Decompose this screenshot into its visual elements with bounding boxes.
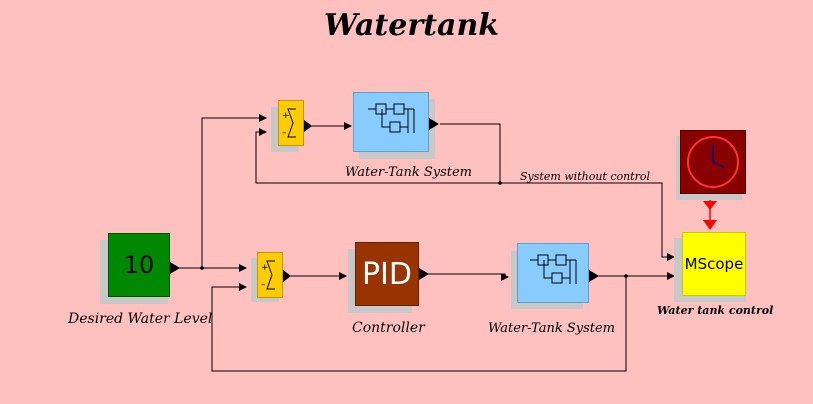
clock-icon: [687, 136, 739, 188]
constant-value: 10: [123, 251, 155, 279]
tank-bottom-icon: [530, 254, 577, 284]
svg-text:–: –: [261, 280, 266, 290]
tank-bottom-output-port: [589, 270, 599, 282]
scope-block[interactable]: MScope: [682, 232, 746, 296]
svg-text:+: +: [282, 111, 290, 121]
pid-text: PID: [361, 256, 413, 292]
link-nocontrol-scope: [500, 182, 675, 261]
tank-top-output-port: [429, 118, 439, 130]
event-arrow-1: [703, 201, 717, 210]
pid-output-port: [419, 268, 429, 280]
scope-label: Water tank control: [657, 304, 774, 317]
svg-text:–: –: [282, 128, 287, 138]
sum-bottom-output-port: [283, 270, 291, 282]
tank-top-block[interactable]: [353, 92, 429, 152]
link-pid-tankbottom: [425, 273, 509, 281]
tank-top-icon: [368, 103, 415, 133]
svg-text:+: +: [261, 263, 269, 273]
split-dot-3: [624, 274, 628, 278]
tank-bottom-label: Water-Tank System: [488, 321, 616, 336]
sum-top-block[interactable]: + –: [278, 100, 304, 146]
split-dot-2: [498, 181, 502, 185]
diagram-title: Watertank: [323, 8, 500, 43]
constant-output-port: [170, 262, 180, 274]
scope-text: MScope: [684, 255, 744, 273]
sum-top-output-port: [304, 120, 312, 132]
link-feedback-top: [255, 128, 500, 184]
sum-bottom-block[interactable]: + –: [257, 252, 283, 298]
pid-block[interactable]: PID: [355, 242, 419, 306]
no-control-annotation: System without control: [520, 170, 651, 183]
tank-bottom-block[interactable]: [517, 243, 589, 303]
constant-label: Desired Water Level: [68, 311, 213, 327]
pid-label: Controller: [352, 320, 425, 336]
link-split-sumtop: [201, 114, 267, 268]
link-tanktop-split: [440, 123, 501, 183]
sum-top-icon: + –: [282, 108, 296, 138]
link-feedback-bottom: [211, 276, 627, 372]
sum-bottom-icon: + –: [261, 260, 275, 290]
event-arrow-2: [703, 220, 717, 230]
tank-top-label: Water-Tank System: [345, 165, 473, 180]
clock-block[interactable]: [680, 130, 746, 194]
split-dot-1: [200, 266, 204, 270]
constant-block[interactable]: 10: [108, 233, 170, 297]
